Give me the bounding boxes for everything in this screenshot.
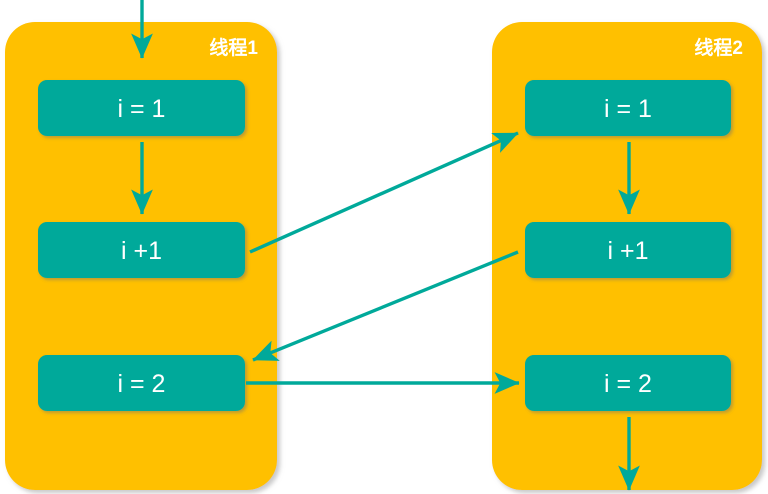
step-box-t2-s3-label: i = 2 <box>604 370 652 398</box>
arrow-group <box>131 0 640 491</box>
step-box-t2-s1[interactable]: i = 1 <box>525 80 731 136</box>
arrow-t2-s2-to-t1-s3 <box>252 250 519 362</box>
lane-thread-1-label: 线程1 <box>209 36 258 59</box>
step-box-t1-s3[interactable]: i = 2 <box>38 355 245 411</box>
step-box-t1-s2-shape <box>38 222 245 278</box>
step-box-t1-s1-label: i = 1 <box>118 95 166 123</box>
step-box-t2-s2[interactable]: i +1 <box>525 222 731 278</box>
step-box-t2-s2-label: i +1 <box>607 237 648 265</box>
step-box-t1-s1-shape <box>38 80 245 136</box>
step-box-t2-s3-shape <box>525 355 731 411</box>
step-box-t1-s3-shape <box>38 355 245 411</box>
step-box-t1-s3-label: i = 2 <box>118 370 166 398</box>
lane-thread-2: 线程2 i = 1 i +1 i = 2 <box>492 22 762 490</box>
lane-thread-1: 线程1 i = 1 i +1 i = 2 <box>5 22 277 490</box>
step-box-t1-s1[interactable]: i = 1 <box>38 80 245 136</box>
step-box-t1-s2[interactable]: i +1 <box>38 222 245 278</box>
step-box-t2-s1-shape <box>525 80 731 136</box>
step-box-t2-s1-label: i = 1 <box>604 95 652 123</box>
step-box-t2-s3[interactable]: i = 2 <box>525 355 731 411</box>
step-box-t2-s2-shape <box>525 222 731 278</box>
step-box-t1-s2-label: i +1 <box>121 237 162 265</box>
lane-thread-2-label: 线程2 <box>694 36 743 59</box>
arrow-t1-s2-to-t2-s1 <box>249 131 519 254</box>
